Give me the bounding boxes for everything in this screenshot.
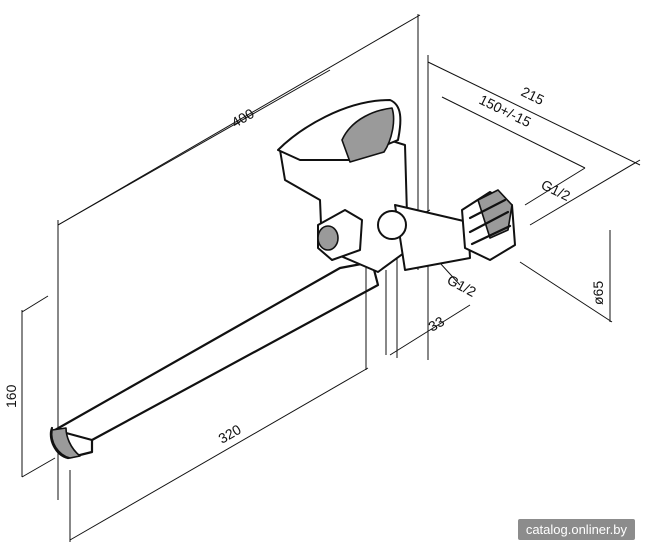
faucet-body [49, 99, 516, 460]
dim-height: 160 [3, 384, 19, 408]
dim-total-length: 400 [229, 105, 257, 131]
dim-thread-bottom: G1/2 [445, 272, 479, 300]
dim-thread-top: G1/2 [539, 176, 573, 204]
dim-diameter: ø65 [590, 281, 606, 305]
dim-spout-length: 320 [216, 421, 244, 447]
dim-offset: 33 [426, 313, 448, 335]
dim-depth: 215 [519, 83, 547, 108]
watermark: catalog.onliner.by [517, 519, 635, 540]
dimension-lines [21, 14, 641, 542]
